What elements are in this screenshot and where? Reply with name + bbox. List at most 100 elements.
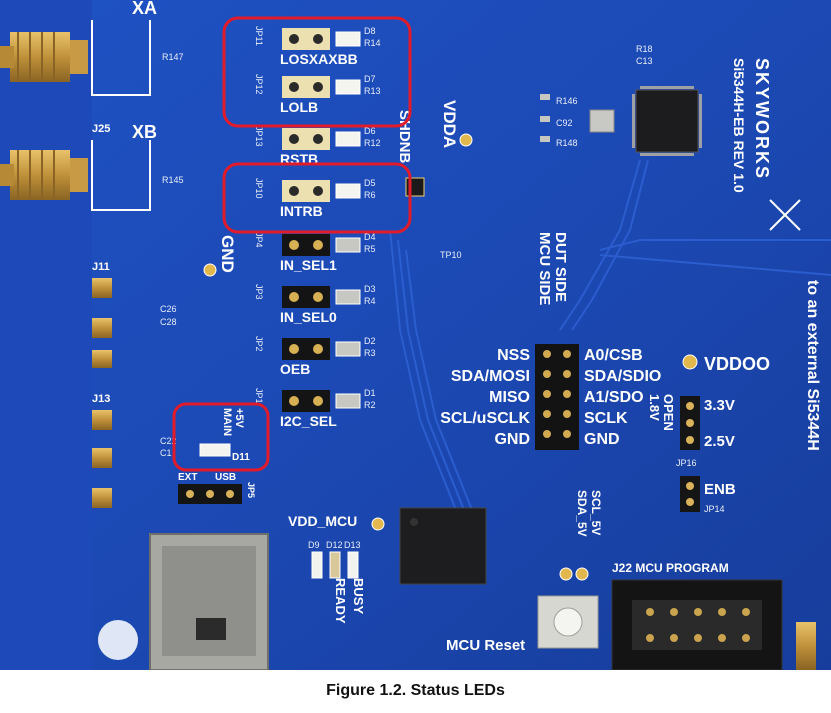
jumper-header[interactable] [282, 180, 330, 202]
jumper-pin [313, 344, 323, 354]
label-ext: EXT [178, 472, 197, 483]
mcu-status-led [347, 551, 359, 579]
status-led [335, 393, 361, 409]
resistor-ref-label: R6 [364, 190, 376, 200]
header-pin [543, 350, 551, 358]
resistor-ref-label: R12 [364, 138, 381, 148]
label-ready: READY [333, 578, 348, 624]
header-pin [563, 390, 571, 398]
label-2v5: 2.5V [704, 433, 735, 450]
label-mcu-side: MCU SIDE [536, 232, 553, 305]
label-j13: J13 [92, 393, 110, 405]
jumper-pin [313, 292, 323, 302]
header-pin [563, 430, 571, 438]
svg-text:R148: R148 [556, 138, 578, 148]
header-pin [563, 410, 571, 418]
jumper-ref-label: JP13 [254, 126, 264, 147]
svg-text:R18: R18 [636, 44, 653, 54]
jumper-ref-label: JP1 [254, 388, 264, 404]
svg-text:TP10: TP10 [440, 250, 462, 260]
jumper-pin [289, 34, 299, 44]
led-ref-label: D2 [364, 336, 376, 346]
resistor-ref-label: R4 [364, 296, 376, 306]
status-led [335, 289, 361, 305]
jumper-pin [289, 134, 299, 144]
label-main: MAIN [221, 408, 233, 436]
label-busy: BUSY [351, 578, 366, 614]
label-j22: J22 MCU PROGRAM [612, 561, 729, 575]
resistor-ref-label: R2 [364, 400, 376, 410]
jumper-header[interactable] [282, 234, 330, 256]
status-led-label: LOLB [280, 99, 318, 115]
label-sda-5v: SDA_5V [575, 490, 589, 537]
jumper-ref-label: JP2 [254, 336, 264, 352]
status-led [335, 131, 361, 147]
spi-dut-pin-label: SCLK [584, 410, 628, 427]
jumper-pin [313, 134, 323, 144]
spi-dut-pin-label: GND [584, 431, 620, 448]
svg-text:C22: C22 [160, 436, 177, 446]
mcu-status-led [311, 551, 323, 579]
label-j11: J11 [92, 261, 110, 273]
status-led [335, 183, 361, 199]
led-ref-label: D5 [364, 178, 376, 188]
led-ref-label: D4 [364, 232, 376, 242]
jumper-header[interactable] [282, 28, 330, 50]
jumper-header[interactable] [282, 390, 330, 412]
jumper-ref-label: JP3 [254, 284, 264, 300]
spi-mcu-pin-label: MISO [489, 389, 530, 406]
header-pin [543, 390, 551, 398]
label-gnd: GND [218, 235, 237, 273]
led-ref-label: D6 [364, 126, 376, 136]
jumper-header[interactable] [282, 338, 330, 360]
status-led [335, 79, 361, 95]
svg-text:R145: R145 [162, 175, 184, 185]
mcu-led-ref-label: D12 [326, 540, 343, 550]
mcu-status-led [329, 551, 341, 579]
jumper-ref-label: JP10 [254, 178, 264, 199]
board-photo: XA XB J25 J11 J13 R147 R145 C26 C28 C22 … [0, 0, 831, 670]
pcb-traces [389, 159, 831, 521]
jumper-ref-label: JP4 [254, 232, 264, 248]
jumper-pin [289, 344, 299, 354]
svg-text:C92: C92 [556, 118, 573, 128]
sma-connector-xa [0, 32, 88, 82]
label-jp5: JP5 [246, 482, 256, 498]
label-xb: XB [132, 122, 157, 142]
edge-connector-pads [92, 278, 112, 508]
figure-caption: Figure 1.2. Status LEDs [326, 682, 505, 699]
jumper-pin [313, 34, 323, 44]
label-shdnb: SHDNB [396, 110, 413, 164]
jumper-header[interactable] [282, 286, 330, 308]
led-ref-label: D3 [364, 284, 376, 294]
label-jp14: JP14 [704, 504, 725, 514]
jumper-pin [289, 82, 299, 92]
jumper-ref-label: JP12 [254, 74, 264, 95]
header-pin [543, 410, 551, 418]
spi-dut-pin-label: A0/CSB [584, 347, 643, 364]
svg-text:C1: C1 [160, 448, 172, 458]
svg-text:C28: C28 [160, 317, 177, 327]
spi-header [535, 344, 579, 450]
spi-dut-pin-label: A1/SDO [584, 389, 644, 406]
label-vdda: VDDA [440, 100, 459, 148]
label-vddoo: VDDOO [704, 354, 770, 374]
jumper-pin [313, 186, 323, 196]
label-scl-5v: SCL_5V [589, 490, 603, 535]
label-enb: ENB [704, 481, 736, 498]
svg-text:R147: R147 [162, 52, 184, 62]
status-led [335, 237, 361, 253]
mcu-led-ref-label: D9 [308, 540, 320, 550]
jumper-header[interactable] [282, 76, 330, 98]
board-brand: SKYWORKS [752, 58, 772, 180]
status-led-label: IN_SEL0 [280, 309, 337, 325]
jumper-pin [313, 396, 323, 406]
jumper-header[interactable] [282, 128, 330, 150]
resistor-ref-label: R13 [364, 86, 381, 96]
